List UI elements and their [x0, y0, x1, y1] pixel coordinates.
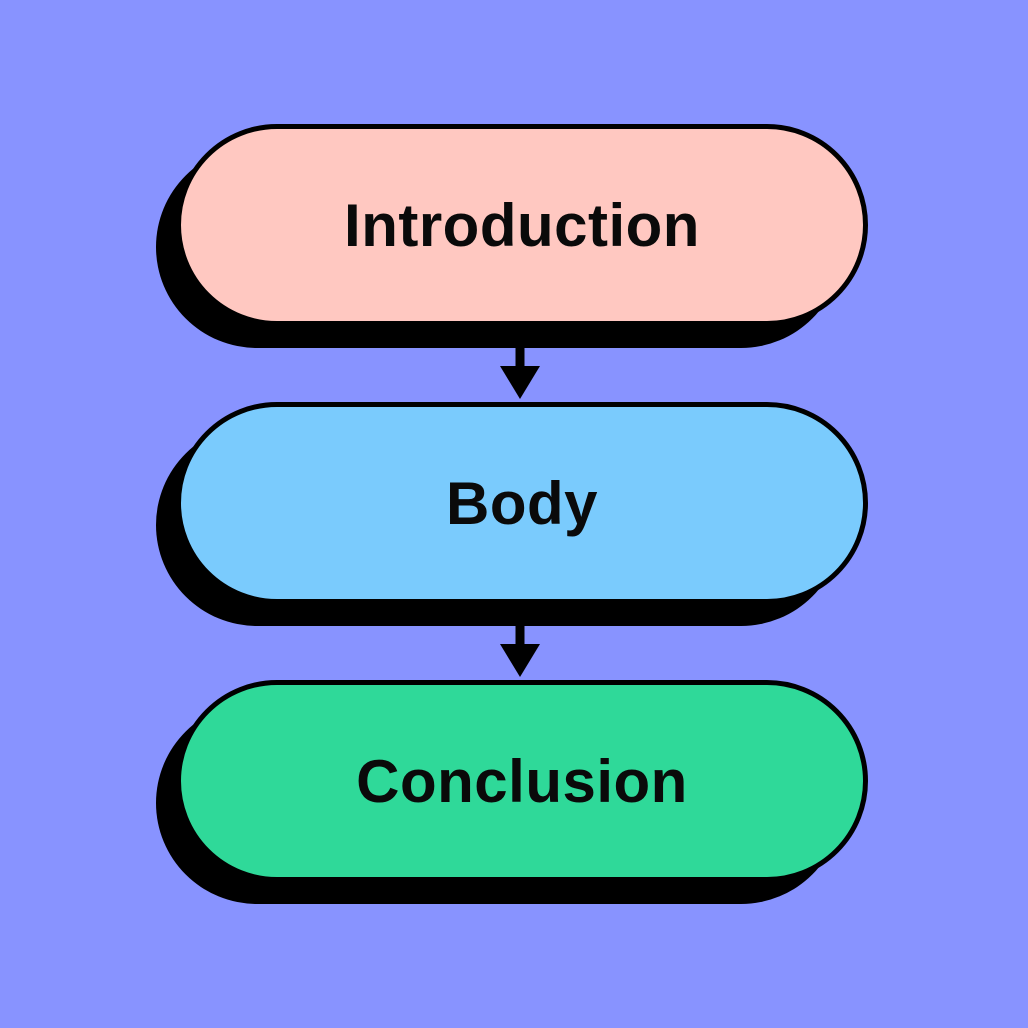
conclusion-label: Conclusion	[356, 747, 688, 815]
introduction-node: Introduction	[176, 124, 868, 326]
body-node: Body	[176, 402, 868, 604]
introduction-label: Introduction	[344, 191, 700, 259]
body-label: Body	[446, 469, 598, 537]
conclusion-node: Conclusion	[176, 680, 868, 882]
